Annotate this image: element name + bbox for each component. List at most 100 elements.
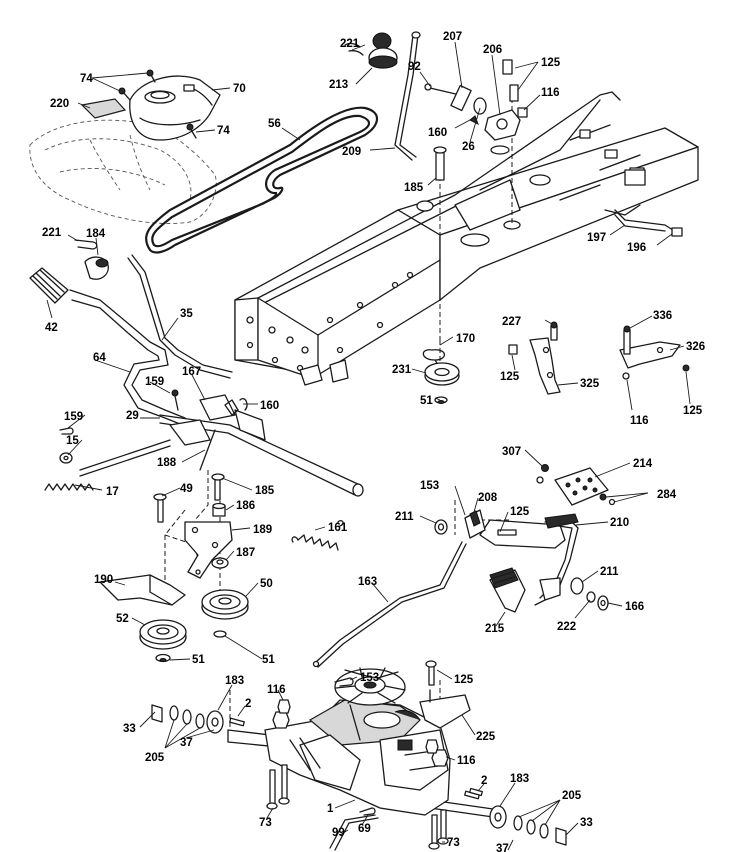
callout-183a: 183 (225, 675, 244, 687)
callout-33a: 33 (123, 723, 136, 735)
bolt-185-upper (433, 146, 447, 181)
pedal-215 (489, 567, 526, 613)
callout-214: 214 (633, 458, 653, 470)
callout-92: 92 (408, 61, 421, 73)
dash-panel (129, 75, 221, 141)
callout-42: 42 (45, 322, 58, 334)
callout-326: 326 (686, 341, 705, 353)
callout-160b: 160 (260, 400, 279, 412)
callout-73b: 73 (447, 837, 460, 849)
callout-51a: 51 (420, 395, 433, 407)
callout-73a: 73 (259, 817, 272, 829)
clip-221 (74, 239, 98, 250)
left-axle-hardware (151, 704, 245, 734)
callout-188: 188 (157, 457, 177, 469)
callout-307: 307 (502, 446, 521, 458)
callout-185b: 185 (255, 485, 275, 497)
callout-163: 163 (358, 576, 377, 588)
handle-rod-64 (69, 289, 186, 427)
callout-37b: 37 (496, 843, 509, 852)
washers-211-222-166 (570, 577, 609, 611)
washer-15 (59, 452, 73, 464)
callout-222: 222 (557, 621, 576, 633)
callout-labels: 221 213 207 206 125 92 74 70 220 74 56 1… (42, 31, 705, 852)
callout-50: 50 (260, 578, 273, 590)
callout-206: 206 (483, 44, 502, 56)
callout-116b: 116 (630, 415, 649, 427)
shift-knob (344, 32, 398, 69)
bracket-225 (419, 689, 471, 729)
seat-phantom (29, 119, 217, 224)
callout-187: 187 (236, 547, 255, 559)
rod-35 (127, 254, 233, 379)
idler-pulley-231 (422, 349, 460, 404)
callout-211a: 211 (395, 511, 414, 523)
callout-2a: 2 (245, 698, 251, 710)
callout-29: 29 (126, 410, 139, 422)
callout-125e: 125 (454, 674, 474, 686)
pin-159 (59, 389, 179, 435)
bracket-325 (508, 321, 561, 395)
bolt-125-lower (425, 660, 437, 686)
bolt-185-lower (211, 473, 225, 501)
callout-197: 197 (587, 232, 606, 244)
callout-116d: 116 (457, 755, 476, 767)
pedal-pad-214 (536, 464, 616, 506)
cooling-fan (334, 667, 406, 706)
callout-189: 189 (253, 524, 272, 536)
callout-166: 166 (625, 601, 644, 613)
lift-lever-rod (394, 31, 421, 161)
callout-153b: 153 (360, 672, 379, 684)
callout-2b: 2 (481, 775, 487, 787)
chassis-frame (234, 91, 699, 386)
pulley-52 (139, 619, 187, 663)
callout-33b: 33 (580, 817, 593, 829)
callout-125d: 125 (510, 506, 530, 518)
bracket-189 (184, 521, 233, 579)
spacer-186 (212, 502, 226, 517)
callout-153a: 153 (420, 480, 439, 492)
callout-99: 99 (332, 827, 345, 839)
grip-42 (29, 267, 69, 304)
callout-211b: 211 (600, 566, 619, 578)
rod-99 (329, 814, 379, 851)
callout-125a: 125 (541, 57, 561, 69)
bracket-326 (619, 325, 690, 380)
rod-163 (312, 541, 467, 668)
callout-210: 210 (610, 517, 629, 529)
callout-74b: 74 (217, 125, 230, 137)
callout-52: 52 (116, 613, 129, 625)
bolts-73 (266, 764, 449, 850)
callout-336: 336 (653, 310, 672, 322)
brake-arm-211 (434, 509, 517, 539)
callout-49: 49 (180, 483, 193, 495)
callout-221b: 221 (42, 227, 62, 239)
callout-225: 225 (476, 731, 496, 743)
leader-lines (46, 41, 691, 851)
hood-pad (80, 98, 127, 119)
bushing-187 (211, 557, 229, 569)
callout-125c: 125 (683, 405, 703, 417)
callout-227: 227 (502, 316, 521, 328)
cross-shaft-29 (159, 394, 364, 497)
clip-153-lower (334, 677, 354, 687)
callout-51b: 51 (192, 654, 205, 666)
callout-116a: 116 (541, 87, 560, 99)
callout-209: 209 (342, 146, 361, 158)
rod-188 (79, 429, 216, 477)
nuts-116 (272, 699, 449, 767)
callout-184: 184 (86, 228, 106, 240)
callout-64: 64 (93, 352, 106, 364)
callout-56: 56 (268, 118, 281, 130)
callout-69: 69 (358, 823, 371, 835)
callout-207: 207 (443, 31, 462, 43)
callout-190: 190 (94, 574, 113, 586)
callout-74a: 74 (80, 73, 93, 85)
callout-70: 70 (233, 83, 246, 95)
spring-161 (291, 520, 344, 551)
lift-bracket-assembly (424, 59, 528, 141)
callout-183b: 183 (510, 773, 529, 785)
callout-35: 35 (180, 308, 193, 320)
drive-belt (145, 106, 379, 254)
